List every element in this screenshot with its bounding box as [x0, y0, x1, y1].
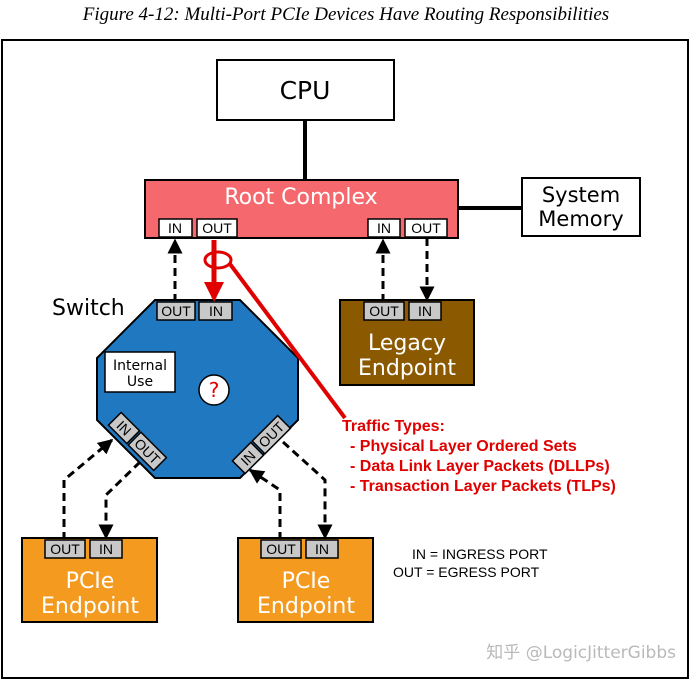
- root-complex-label: Root Complex: [224, 185, 377, 210]
- system-memory-box: System Memory: [521, 177, 641, 237]
- traffic-item-2: - Data Link Layer Packets (DLLPs): [350, 458, 610, 475]
- switch-label: Switch: [52, 296, 125, 321]
- ep-left-port-out: OUT: [44, 539, 86, 559]
- sw-port-right: IN OUT: [231, 414, 292, 475]
- ep-right-port-out-label: OUT: [266, 541, 296, 557]
- rc-port-right-in: IN: [367, 218, 401, 238]
- legacy-port-in-label: IN: [418, 303, 432, 319]
- rc-port-right-out: OUT: [404, 218, 448, 238]
- figure-caption: Figure 4-12: Multi-Port PCIe Devices Hav…: [82, 4, 609, 25]
- rc-port-left-out-label: OUT: [202, 220, 232, 236]
- legacy-port-in: IN: [408, 301, 442, 321]
- question-mark: ?: [209, 378, 220, 402]
- link-sw-to-ep-right: [281, 440, 333, 540]
- ep-right-port-out: OUT: [260, 539, 302, 559]
- link-sw-to-ep-left: [98, 460, 142, 540]
- switch-body: [96, 299, 299, 479]
- pcie-endpoint-left-line2: Endpoint: [41, 594, 139, 619]
- traffic-types: Traffic Types: - Physical Layer Ordered …: [342, 418, 616, 495]
- port-legend: IN = INGRESS PORT OUT = EGRESS PORT: [393, 546, 548, 580]
- cpu-box: CPU: [216, 59, 395, 121]
- ep-left-port-out-label: OUT: [50, 541, 80, 557]
- internal-use-box: Internal Use: [104, 351, 176, 393]
- traffic-indicator: [203, 240, 347, 420]
- pcie-endpoint-right-line1: PCIe: [282, 569, 331, 594]
- rc-port-left-out: OUT: [196, 218, 238, 238]
- system-memory-line2: Memory: [538, 207, 623, 231]
- rc-port-right-out-label: OUT: [411, 220, 441, 236]
- link-ep-right-to-sw: [248, 468, 282, 540]
- legacy-endpoint-line1: Legacy: [368, 331, 446, 356]
- traffic-item-1: - Physical Layer Ordered Sets: [350, 438, 577, 455]
- question-badge: ?: [198, 374, 230, 406]
- ep-left-port-in-label: IN: [99, 541, 113, 557]
- legend-in: IN = INGRESS PORT: [412, 546, 548, 562]
- traffic-title: Traffic Types:: [342, 418, 445, 435]
- pcie-endpoint-right-line2: Endpoint: [257, 594, 355, 619]
- ep-left-port-in: IN: [89, 539, 123, 559]
- legend-out: OUT = EGRESS PORT: [393, 564, 540, 580]
- rc-port-right-in-label: IN: [377, 220, 391, 236]
- rc-port-left-in-label: IN: [168, 220, 182, 236]
- legacy-port-out: OUT: [363, 301, 405, 321]
- traffic-item-3: - Transaction Layer Packets (TLPs): [350, 478, 616, 495]
- red-loop: [203, 250, 233, 270]
- legacy-port-out-label: OUT: [369, 303, 399, 319]
- ep-right-port-in-label: IN: [315, 541, 329, 557]
- pcie-endpoint-left-box: PCIe Endpoint: [21, 537, 158, 623]
- rc-port-left-in: IN: [158, 218, 193, 238]
- pcie-endpoint-left-line1: PCIe: [66, 569, 115, 594]
- legacy-endpoint-line2: Endpoint: [358, 356, 456, 381]
- watermark: 知乎 @LogicJitterGibbs: [486, 643, 676, 663]
- sw-port-up-out-label: OUT: [161, 303, 191, 319]
- system-memory-line1: System: [542, 183, 620, 207]
- sw-port-up-in-label: IN: [209, 303, 223, 319]
- sw-port-up-out: OUT: [156, 301, 196, 321]
- cpu-label: CPU: [280, 76, 331, 105]
- internal-use-line2: Use: [127, 374, 153, 390]
- ep-right-port-in: IN: [305, 539, 339, 559]
- internal-use-line1: Internal: [113, 358, 167, 374]
- legacy-endpoint-box: Legacy Endpoint: [339, 299, 475, 386]
- link-ep-left-to-sw: [62, 438, 114, 540]
- red-pointer-line: [228, 262, 347, 420]
- figure-frame: [1, 39, 689, 679]
- sw-port-up-in: IN: [198, 301, 233, 321]
